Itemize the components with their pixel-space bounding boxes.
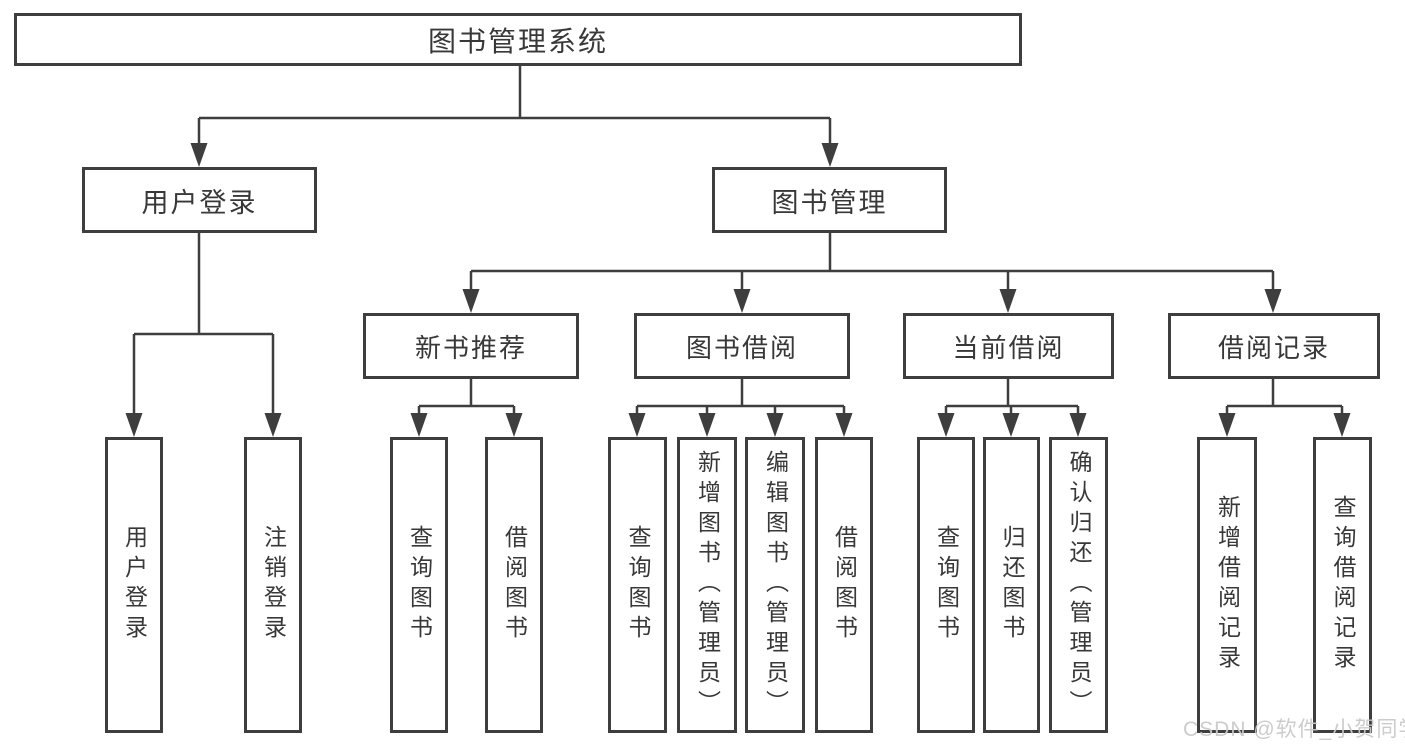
leaf-current-return-books: 归还图书	[983, 437, 1040, 733]
leaf-logout-login: 注销登录	[244, 437, 302, 733]
leaf-label: 归还图书	[999, 525, 1025, 645]
arrow-down-icon	[999, 289, 1017, 313]
leaf-records-add-record: 新增借阅记录	[1197, 437, 1257, 733]
arrow-down-icon	[410, 413, 428, 437]
arrow-down-icon	[1069, 413, 1087, 437]
leaf-newbook-query-books: 查询图书	[390, 437, 448, 733]
csdn-watermark: CSDN @软件_小贺同学	[1183, 718, 1405, 741]
arrow-down-icon	[821, 143, 839, 167]
leaf-label: 编辑图书（管理员）	[762, 450, 789, 720]
node-root-system: 图书管理系统	[14, 13, 1022, 66]
leaf-current-confirm-return-admin: 确认归还（管理员）	[1049, 437, 1108, 733]
leaf-label: 新增借阅记录	[1214, 495, 1241, 675]
leaf-newbook-borrow-books: 借阅图书	[485, 437, 543, 733]
arrow-down-icon	[264, 413, 282, 437]
arrow-down-icon	[628, 413, 646, 437]
leaf-label: 注销登录	[260, 525, 287, 645]
node-new-book-recommend: 新书推荐	[363, 313, 579, 379]
leaf-borrow-borrow-books: 借阅图书	[815, 437, 873, 733]
leaf-label: 新增图书（管理员）	[694, 450, 721, 720]
arrow-down-icon	[1333, 413, 1351, 437]
arrow-down-icon	[937, 413, 955, 437]
leaf-records-query-record: 查询借阅记录	[1313, 437, 1372, 733]
leaf-label: 确认归还（管理员）	[1066, 450, 1092, 720]
node-book-borrow: 图书借阅	[634, 313, 850, 379]
leaf-borrow-add-books-admin: 新增图书（管理员）	[677, 437, 737, 733]
arrow-down-icon	[698, 413, 716, 437]
arrow-down-icon	[835, 413, 853, 437]
arrow-down-icon	[766, 413, 784, 437]
arrow-down-icon	[125, 413, 143, 437]
leaf-label: 查询借阅记录	[1330, 495, 1356, 675]
leaf-label: 查询图书	[406, 525, 433, 645]
arrow-down-icon	[1264, 289, 1282, 313]
leaf-borrow-edit-books-admin: 编辑图书（管理员）	[745, 437, 805, 733]
node-current-borrow: 当前借阅	[903, 313, 1114, 379]
leaf-label: 借阅图书	[501, 525, 528, 645]
node-user-login: 用户登录	[82, 167, 317, 233]
arrow-down-icon	[1218, 413, 1236, 437]
leaf-label: 查询图书	[933, 525, 960, 645]
arrow-down-icon	[462, 289, 480, 313]
arrow-down-icon	[1002, 413, 1020, 437]
leaf-user-login: 用户登录	[105, 437, 163, 733]
leaf-label: 查询图书	[625, 525, 651, 645]
leaf-current-query-books: 查询图书	[917, 437, 975, 733]
leaf-borrow-query-books: 查询图书	[608, 437, 667, 733]
leaf-label: 借阅图书	[831, 525, 858, 645]
arrow-down-icon	[733, 289, 751, 313]
node-borrow-records: 借阅记录	[1168, 313, 1380, 379]
node-book-management: 图书管理	[712, 167, 947, 233]
arrow-down-icon	[505, 413, 523, 437]
arrow-down-icon	[190, 143, 208, 167]
leaf-label: 用户登录	[121, 525, 148, 645]
